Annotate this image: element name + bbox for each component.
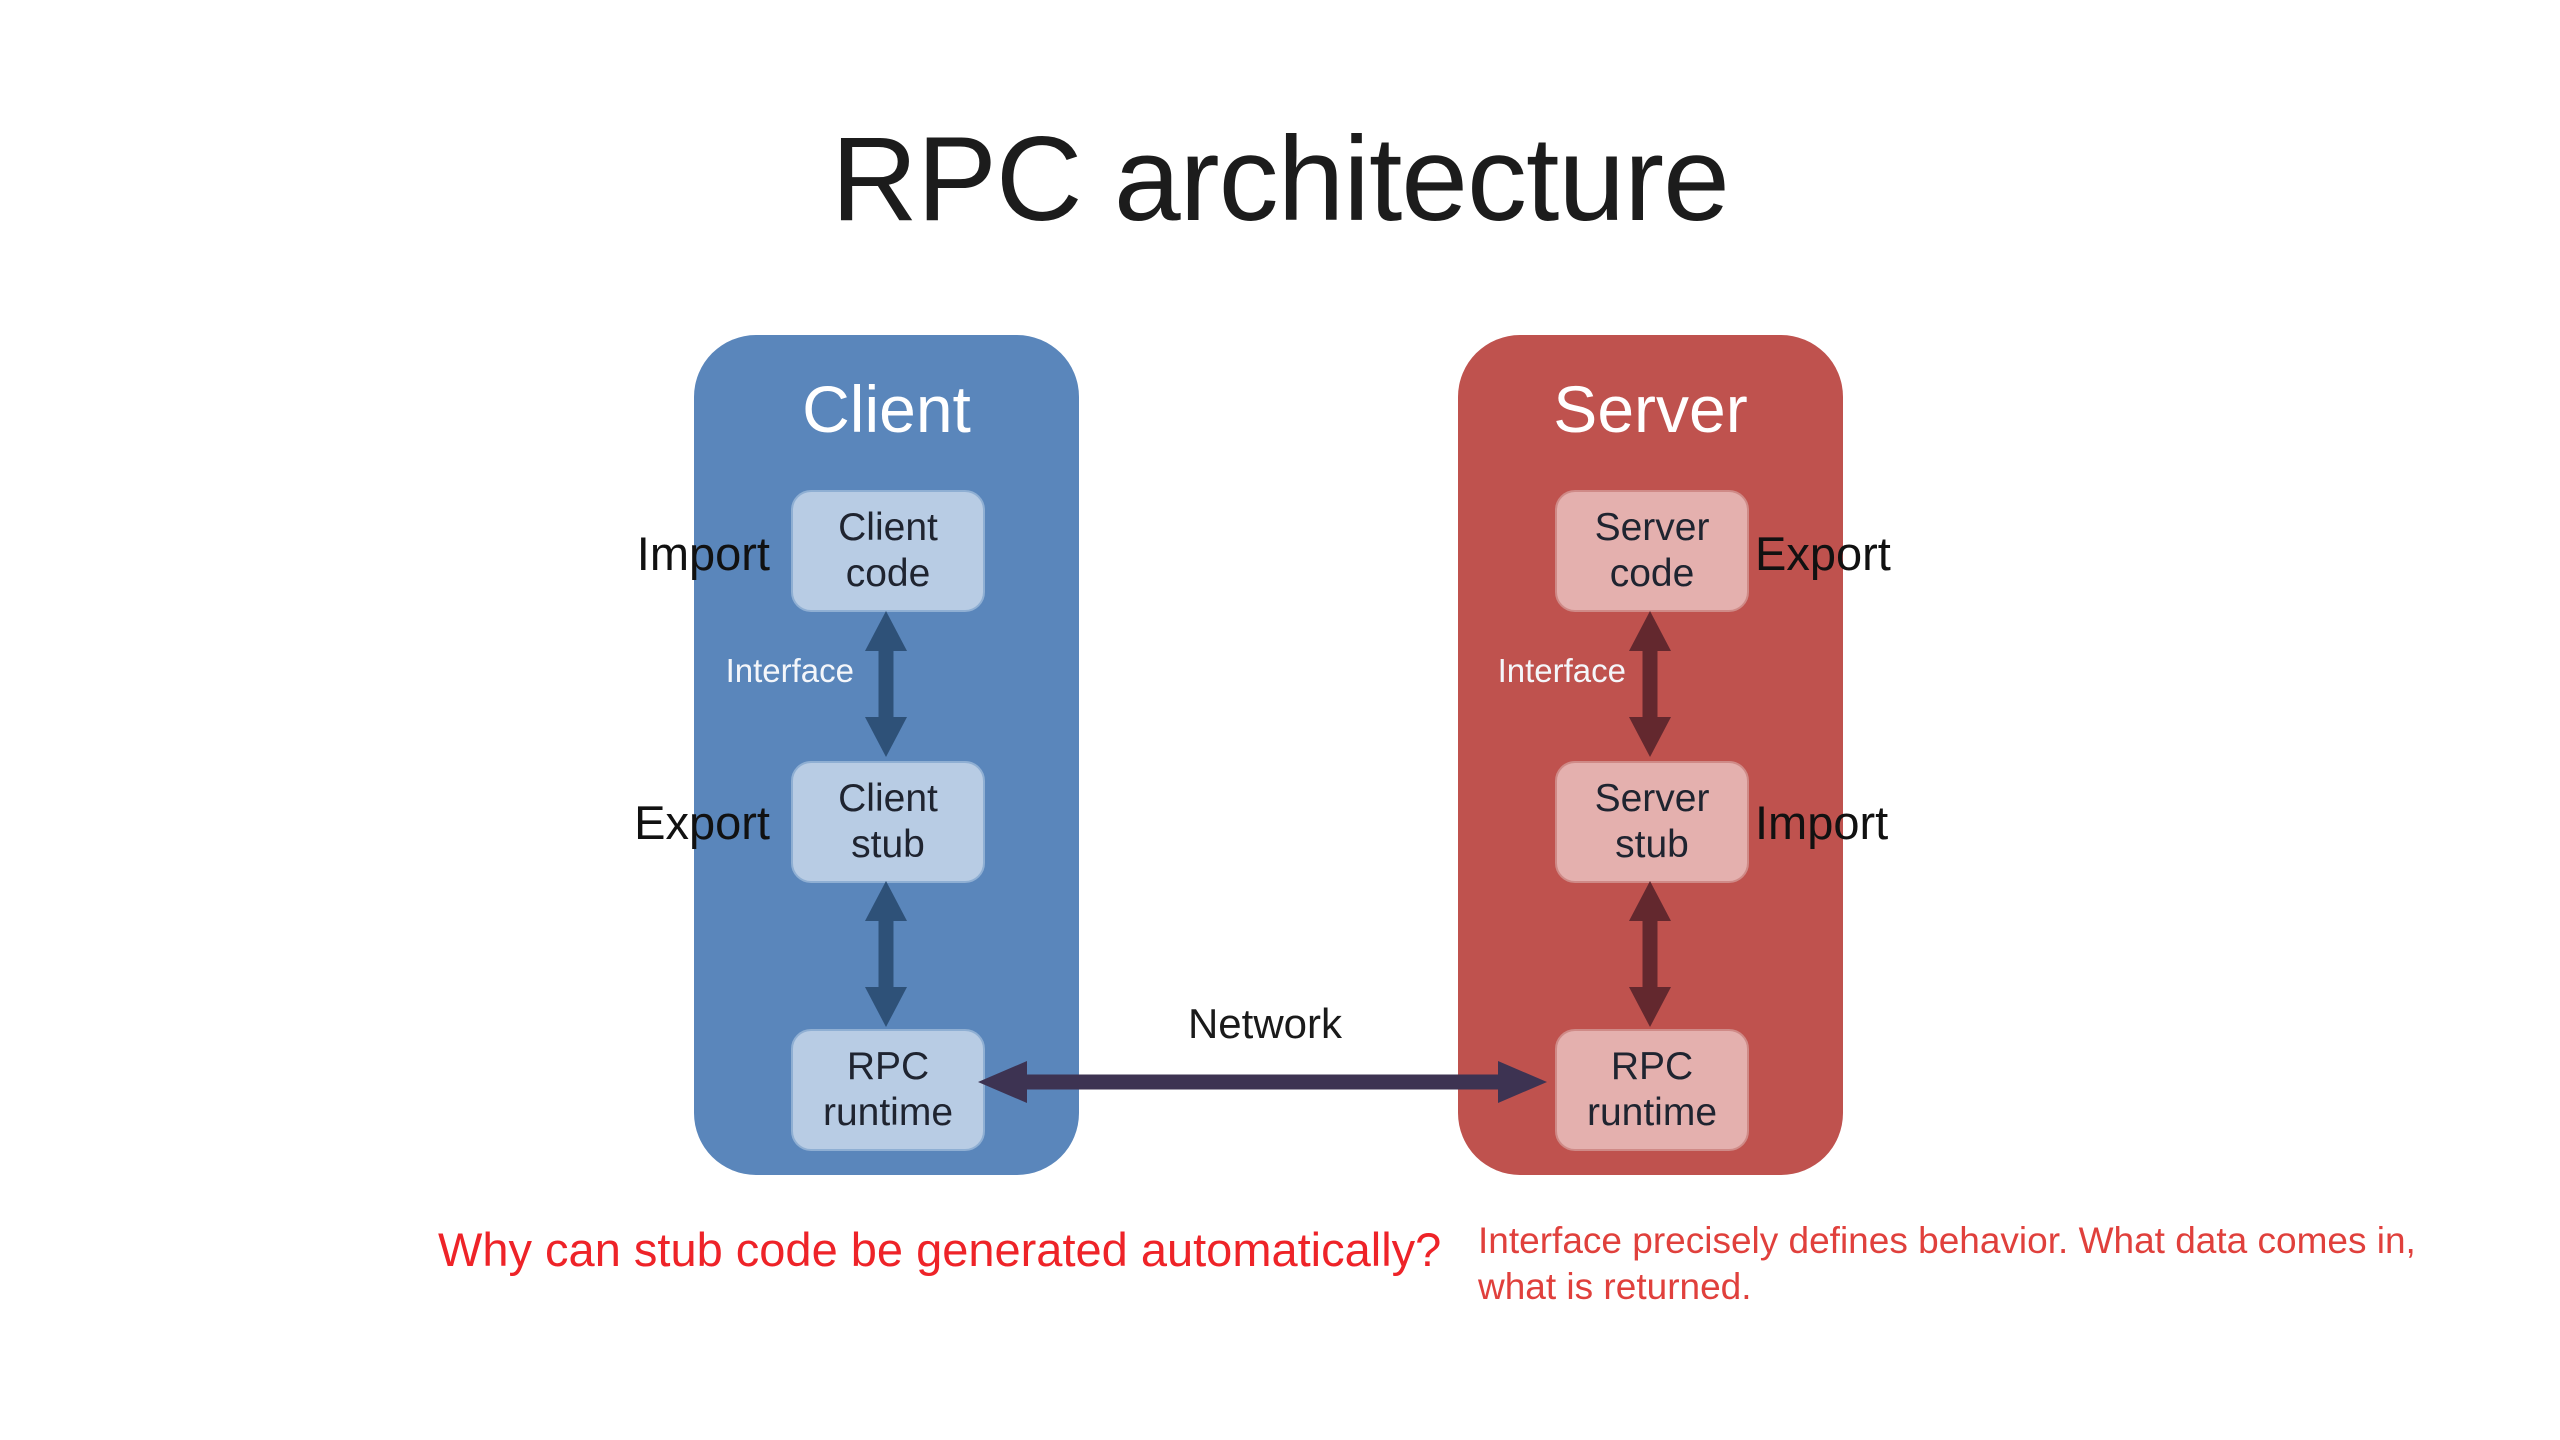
server-panel-title: Server — [1553, 372, 1748, 446]
server-panel: Server Server code Interface Server stub… — [1458, 335, 1843, 1175]
slide-title: RPC architecture — [831, 112, 1730, 246]
server-interface-arrow-icon — [1629, 611, 1671, 757]
client-stub-box: Client stub — [791, 761, 985, 883]
stub-generation-question: Why can stub code be generated automatic… — [438, 1223, 1442, 1276]
server-code-box: Server code — [1555, 490, 1749, 612]
network-label: Network — [1187, 1000, 1343, 1047]
server-export-label: Export — [1755, 527, 1891, 580]
client-interface-label: Interface — [725, 652, 854, 689]
server-import-label: Import — [1755, 796, 1889, 849]
client-panel-title: Client — [802, 372, 971, 446]
network-arrow-icon — [978, 1061, 1547, 1103]
client-panel: Client Client code Interface Client stub… — [694, 335, 1079, 1175]
interface-definition-note: Interface precisely defines behavior. Wh… — [1478, 1220, 2416, 1308]
client-interface-arrow-icon — [865, 611, 907, 757]
client-import-label: Import — [636, 527, 770, 580]
server-interface-label: Interface — [1497, 652, 1626, 689]
server-stub-box: Server stub — [1555, 761, 1749, 883]
client-code-box: Client code — [791, 490, 985, 612]
server-rpc-runtime-box: RPC runtime — [1555, 1029, 1749, 1151]
client-rpc-runtime-box: RPC runtime — [791, 1029, 985, 1151]
client-export-label: Export — [634, 796, 770, 849]
client-stub-runtime-arrow-icon — [865, 881, 907, 1027]
server-stub-runtime-arrow-icon — [1629, 881, 1671, 1027]
